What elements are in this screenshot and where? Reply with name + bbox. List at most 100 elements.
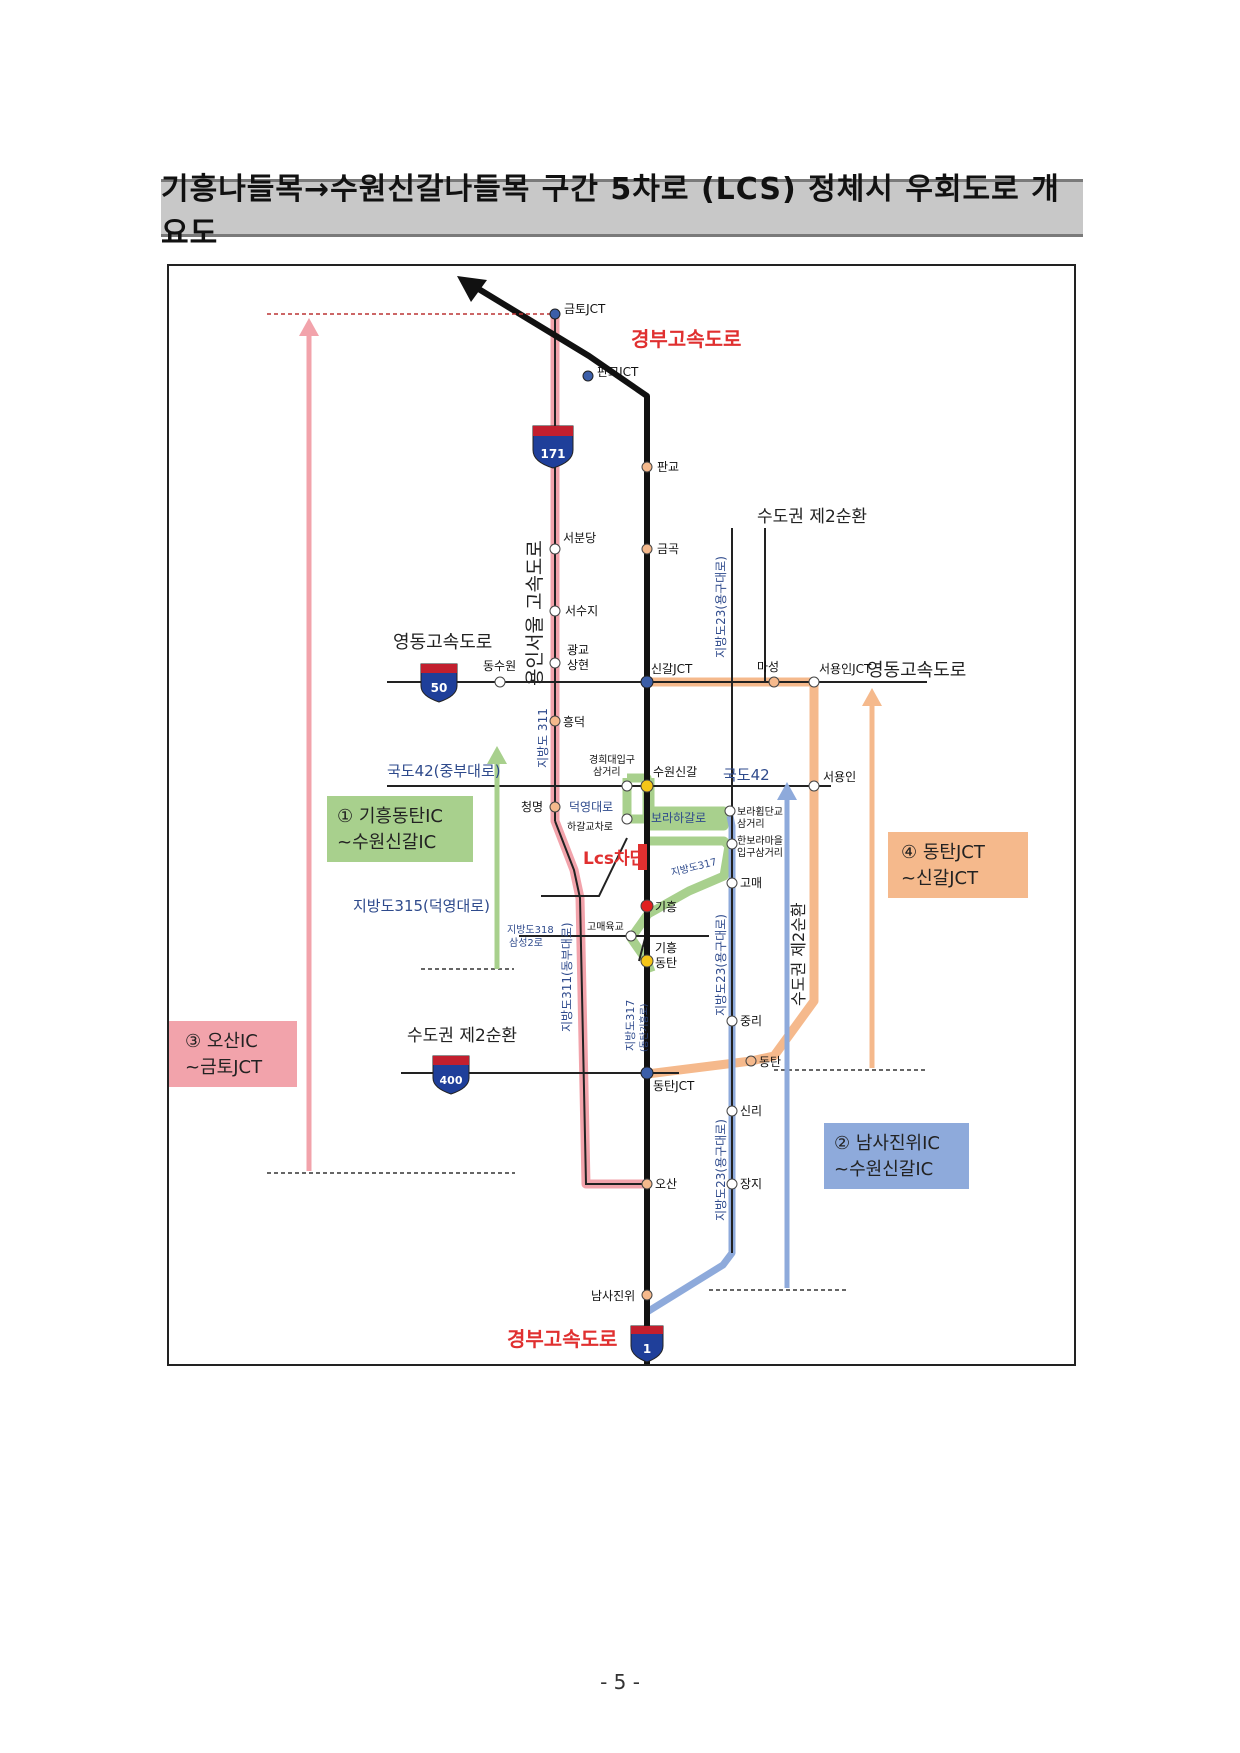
gyeongbu-expressway <box>475 285 650 1364</box>
label-gyeongbu-bottom: 경부고속도로 <box>507 1327 617 1351</box>
nodes <box>494 308 820 1301</box>
node-osan <box>641 1178 653 1190</box>
label-ring2-top: 수도권 제2순환 <box>757 507 867 527</box>
svg-text:~수원신갈IC: ~수원신갈IC <box>834 1159 933 1180</box>
place-kyunghee-1: 경희대입구 <box>589 753 635 766</box>
place-maseong: 마성 <box>757 660 779 674</box>
svg-text:③ 오산IC: ③ 오산IC <box>185 1031 258 1052</box>
label-23-upper: 지방도23(용구대로) <box>714 556 728 658</box>
node-gwanggyo <box>549 657 561 669</box>
svg-text:~신갈JCT: ~신갈JCT <box>901 868 979 889</box>
place-lcs-block: Lcs차단 <box>583 849 646 869</box>
label-318-sub: 삼성2로 <box>509 937 543 949</box>
label-yongin-seoul: 용인서울 고속도로 <box>524 540 546 686</box>
shield-171: 171 <box>532 425 574 469</box>
place-giheung-dongtan-1: 기흥 <box>655 941 677 955</box>
shield-1: 1 <box>630 1325 664 1363</box>
road-311 <box>554 820 647 1185</box>
title-bar: 기흥나들목→수원신갈나들목 구간 5차로 (LCS) 정체시 우회도로 개요도 <box>161 172 1083 251</box>
node-pangyo-jct <box>582 370 594 382</box>
place-hanbora-1: 한보라마을 <box>737 835 783 847</box>
place-gomae-ic: 고매육교 <box>587 921 624 933</box>
north-arrowhead <box>457 276 487 302</box>
place-pangyo: 판교 <box>657 460 679 474</box>
label-gyeongbu-top: 경부고속도로 <box>631 327 741 351</box>
map-svg: 171 50 400 1 경부고속도로 경부고속도로 용인서울 고속도로 영동고… <box>169 276 1028 1364</box>
road-labels: 경부고속도로 경부고속도로 용인서울 고속도로 영동고속도로 영동고속도로 수도… <box>353 327 966 1351</box>
label-ring2-vertical: 수도권 제2순환 <box>789 902 808 1006</box>
place-kyunghee-2: 삼거리 <box>593 766 621 778</box>
shield-50: 50 <box>420 663 458 703</box>
label-317-sub: (동탄기흥로) <box>638 1004 650 1052</box>
place-geumgok: 금곡 <box>657 542 679 556</box>
place-namsajinwi: 남사진위 <box>591 1289 635 1303</box>
node-gomae-ic <box>625 930 637 942</box>
place-giheung-dongtan-2: 동탄 <box>655 956 677 970</box>
place-geumto-jct: 금토JCT <box>564 302 606 316</box>
node-giheung-red <box>640 899 654 913</box>
node-heungdeok <box>549 715 561 727</box>
label-yeongdong-left: 영동고속도로 <box>393 632 492 653</box>
node-dongtan-jct <box>640 1066 654 1080</box>
node-cheongmyeong <box>549 801 561 813</box>
node-jungri <box>726 1015 738 1027</box>
place-borahwak-1: 보라휩단교 <box>737 805 783 818</box>
box-4: ④ 동탄JCT ~신갈JCT <box>888 832 1028 898</box>
svg-text:~금토JCT: ~금토JCT <box>185 1057 263 1078</box>
shield-400: 400 <box>432 1055 470 1095</box>
svg-text:④ 동탄JCT: ④ 동탄JCT <box>901 842 986 863</box>
place-jangji: 장지 <box>740 1177 762 1191</box>
node-seoyongin-jct <box>808 676 820 688</box>
label-yeongdong-right: 영동고속도로 <box>867 660 966 681</box>
place-hanbora-2: 입구삼거리 <box>737 846 783 859</box>
label-natl42-right: 국도42 <box>723 766 770 784</box>
place-singal-jct: 신갈JCT <box>651 662 693 676</box>
place-labels: 금토JCT 판교JCT 판교 금곡 서분당 서수지 동수원 광교 상현 신갈JC… <box>483 302 872 1303</box>
place-seosuji: 서수지 <box>565 604 598 618</box>
place-heungdeok: 흥덕 <box>563 715 585 729</box>
place-cheongmyeong: 청명 <box>521 800 543 814</box>
svg-text:② 남사진위IC: ② 남사진위IC <box>834 1133 940 1154</box>
label-natl42-left: 국도42(중부대로) <box>387 762 501 780</box>
place-dongtan: 동탄 <box>759 1055 781 1069</box>
node-jangji <box>726 1178 738 1190</box>
node-kyunghee <box>621 780 633 792</box>
place-hagal: 하갈교차로 <box>567 820 613 833</box>
node-maseong <box>768 676 780 688</box>
node-borahwak <box>724 805 736 817</box>
shield-400-label: 400 <box>440 1074 463 1087</box>
label-311-upper: 지방도 311 <box>536 708 550 768</box>
place-giheung-red: 기흥 <box>655 900 677 914</box>
lcs-block-marker <box>638 844 647 870</box>
page-title: 기흥나들목→수원신갈나들목 구간 5차로 (LCS) 정체시 우회도로 개요도 <box>161 172 1060 251</box>
place-gomae: 고매 <box>740 876 762 890</box>
place-seobundang: 서분당 <box>563 531 596 545</box>
node-sinri <box>726 1105 738 1117</box>
place-dongsuwon: 동수원 <box>483 659 516 673</box>
box-1: ① 기흥동탄IC ~수원신갈IC <box>327 796 473 862</box>
place-seoyongin: 서용인 <box>823 770 856 784</box>
extent-markers <box>267 313 927 1291</box>
node-hanbora <box>726 838 738 850</box>
label-317-small: 지방도317 <box>670 856 718 879</box>
node-pangyo <box>641 461 653 473</box>
label-318: 지방도318 <box>507 924 554 936</box>
shield-50-label: 50 <box>431 681 448 695</box>
label-23-lower: 지방도23(용구대로) <box>714 1119 728 1221</box>
label-deokyeong: 덕영대로 <box>569 800 613 814</box>
place-dongtan-jct: 동탄JCT <box>653 1079 695 1093</box>
place-jungri: 중리 <box>740 1014 762 1028</box>
place-borahwak-2: 삼거리 <box>737 818 765 830</box>
shield-1-label: 1 <box>643 1342 651 1356</box>
node-dongsuwon <box>494 676 506 688</box>
label-317-vertical: 지방도317 <box>624 1000 637 1051</box>
label-23-mid: 지방도23(용구대로) <box>714 914 728 1016</box>
node-geumgok <box>641 543 653 555</box>
node-seobundang <box>549 543 561 555</box>
label-ring2-left: 수도권 제2순환 <box>407 1026 517 1046</box>
detour-map: 171 50 400 1 경부고속도로 경부고속도로 용인서울 고속도로 영동고… <box>167 264 1076 1366</box>
node-dongtan <box>745 1055 757 1067</box>
place-sinri: 신리 <box>740 1104 762 1118</box>
node-suwon-singal <box>640 779 654 793</box>
node-singal-jct <box>640 675 654 689</box>
